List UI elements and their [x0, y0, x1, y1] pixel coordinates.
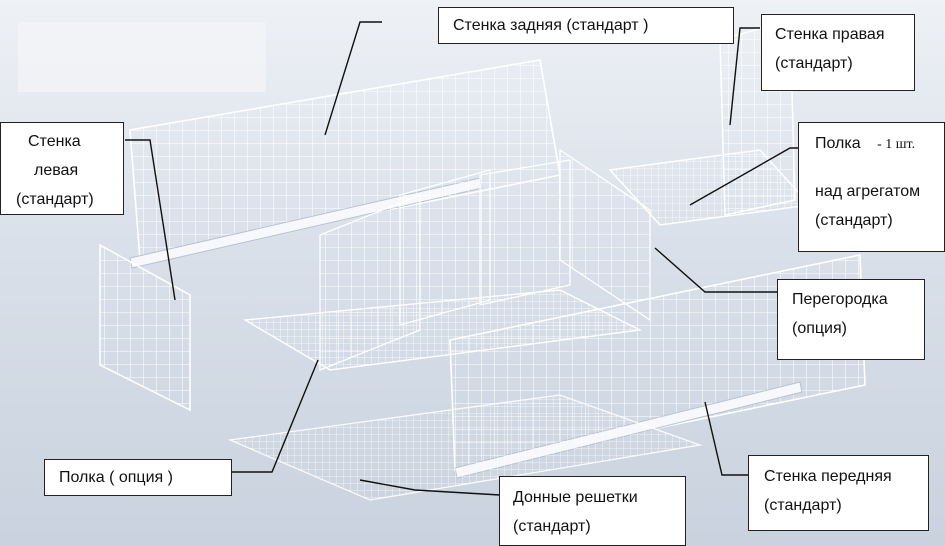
label-shelf-unit-count: - 1 шт.: [877, 137, 916, 152]
leader-partition: [654, 247, 778, 293]
label-shelf-unit-line3: (стандарт): [815, 212, 893, 229]
header-band: [18, 22, 266, 92]
leader-shelf-unit: [689, 147, 800, 206]
label-partition: Перегородка (опция): [777, 279, 925, 360]
label-left-wall-line3: (стандарт): [16, 191, 94, 208]
label-shelf-option: Полка ( опция ): [44, 459, 232, 496]
bottom-grid-mesh: [227, 394, 703, 501]
label-partition-line1: Перегородка: [792, 291, 888, 308]
leader-right-wall: [729, 27, 760, 126]
label-bottom-grids-line1: Донные решетки: [513, 489, 638, 506]
label-left-wall-line2: левая: [34, 162, 79, 179]
label-front-wall-line2: (стандарт): [764, 497, 842, 514]
label-shelf-unit-title: Полка: [815, 135, 861, 152]
label-shelf-unit-line2: над агрегатом: [815, 183, 921, 200]
label-front-wall-line1: Стенка передняя: [764, 468, 892, 485]
left-wall-mesh: [99, 243, 191, 412]
leader-bottom-grids: [359, 479, 501, 496]
label-left-wall: Стенка левая (стандарт): [0, 122, 124, 215]
label-left-wall-line1: Стенка: [28, 133, 81, 150]
leader-lines: [125, 21, 800, 496]
label-shelf-unit: Полка - 1 шт. над агрегатом (стандарт): [798, 122, 945, 252]
leader-front-wall: [704, 401, 748, 476]
label-back-wall-text: Стенка задняя (стандарт ): [453, 17, 649, 34]
leader-left-wall: [125, 139, 176, 301]
label-right-wall: Стенка правая (стандарт): [761, 14, 915, 91]
label-back-wall: Стенка задняя (стандарт ): [438, 7, 734, 44]
label-right-wall-line2: (стандарт): [775, 55, 853, 72]
label-bottom-grids: Донные решетки (стандарт): [499, 476, 686, 546]
label-partition-line2: (опция): [792, 320, 847, 337]
leader-shelf-option: [232, 359, 319, 473]
label-front-wall: Стенка передняя (стандарт): [748, 455, 929, 531]
label-right-wall-line1: Стенка правая: [775, 26, 885, 43]
leader-back-wall: [324, 21, 382, 136]
label-bottom-grids-line2: (стандарт): [513, 518, 591, 535]
label-shelf-option-text: Полка ( опция ): [59, 469, 173, 486]
